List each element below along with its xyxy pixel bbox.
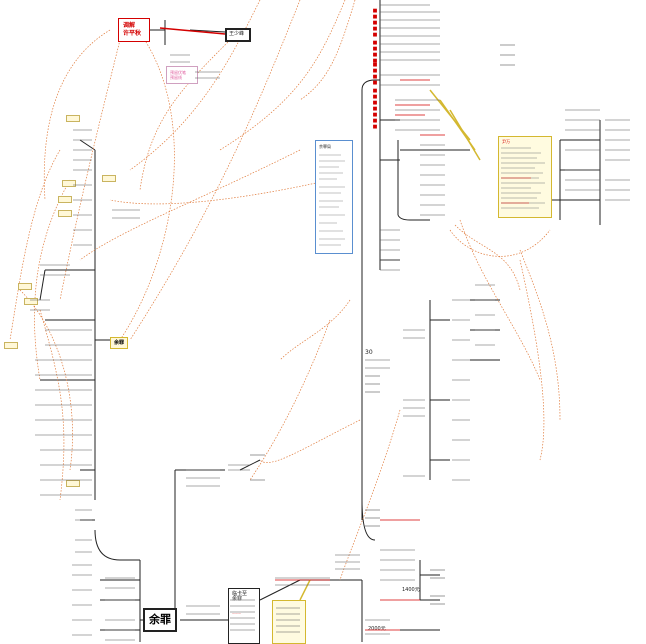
red-vertical-label-4: ■■■■■■■ [372, 88, 378, 130]
node-left-hub-label: 余罪 [113, 340, 124, 346]
yellow-box-text-lines [501, 147, 545, 209]
node-left-hub[interactable]: 余罪 [110, 337, 128, 349]
tag-left-3[interactable] [58, 196, 72, 203]
node-wang[interactable]: 王少峰 [225, 28, 251, 42]
blue-box-notes[interactable]: 余罪局 [315, 140, 353, 254]
tag-left-7[interactable] [4, 342, 18, 349]
node-pink-label: 预留伏笔 预留线 [170, 70, 186, 80]
tag-left-1[interactable] [66, 115, 80, 122]
node-top-red[interactable]: 调解 许平秋 [118, 18, 150, 42]
red-vertical-label-3: ■■■■ [372, 62, 378, 86]
value-2000: 2000元 [368, 626, 386, 632]
value-30: 30 [365, 349, 373, 356]
tag-left-6[interactable] [24, 298, 38, 305]
tag-left-2[interactable] [62, 180, 76, 187]
node-bottom-middle-detail: ——— [232, 611, 241, 615]
node-pink[interactable]: 预留伏笔 预留线 [166, 66, 198, 84]
node-main-center-label: 余罪 [149, 613, 171, 626]
blue-box-text-lines [319, 154, 345, 246]
node-bottom-middle[interactable]: 临卡至 余罪 ——— [228, 588, 260, 644]
tag-left-8[interactable] [102, 175, 116, 182]
node-top-red-label: 调解 许平秋 [123, 22, 142, 37]
tag-left-5[interactable] [18, 283, 32, 290]
node-wang-label: 王少峰 [229, 31, 245, 37]
red-vertical-label-2: ■■■■ [372, 40, 378, 64]
node-main-center[interactable]: 余罪 [143, 608, 177, 632]
yellow-box-right-title: 尹万 [502, 139, 510, 144]
value-1400: 1400元 [402, 587, 420, 593]
blue-box-title: 余罪局 [319, 144, 331, 149]
tag-left-4[interactable] [58, 210, 72, 217]
tag-left-9[interactable] [66, 480, 80, 487]
yellow-box-right[interactable]: 尹万 [498, 136, 552, 218]
red-vertical-label-1: ■■■■■ [372, 8, 378, 38]
node-bottom-middle-title: 临卡至 余罪 [232, 591, 248, 602]
